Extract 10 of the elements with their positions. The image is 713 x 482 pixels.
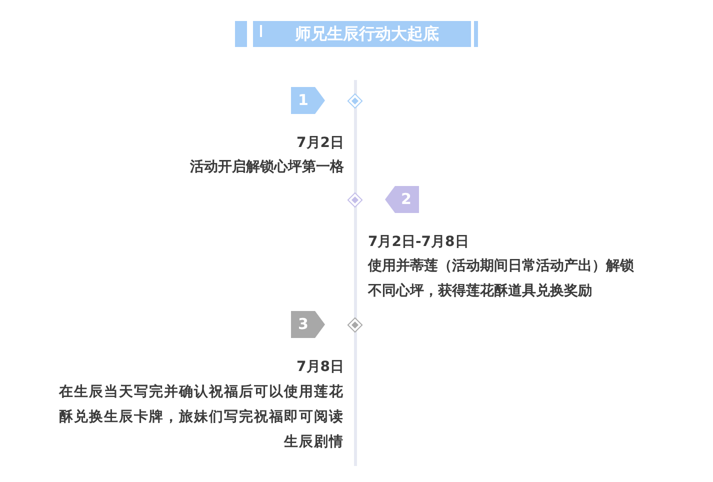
date-label: 7月2日-7月8日 [368,233,470,252]
step-number-tag: 2 [385,186,419,213]
date-label: 7月8日 [296,358,344,377]
step-number-tag: 3 [291,311,325,338]
step-number-tag: 1 [291,87,325,114]
description-text: 活动开启解锁心坪第一格 [189,158,344,177]
description-text: 使用并蒂莲（活动期间日常活动产出）解锁不同心坪，获得莲花酥道具兑换奖励 [368,257,635,301]
date-label: 7月2日 [296,134,344,153]
description-text: 在生辰当天写完并确认祝福后可以使用莲花酥兑换生辰卡牌，旅妹们写完祝福即可阅读生辰剧情 [58,382,344,452]
title: 师兄生辰行动大起底 [295,23,439,45]
